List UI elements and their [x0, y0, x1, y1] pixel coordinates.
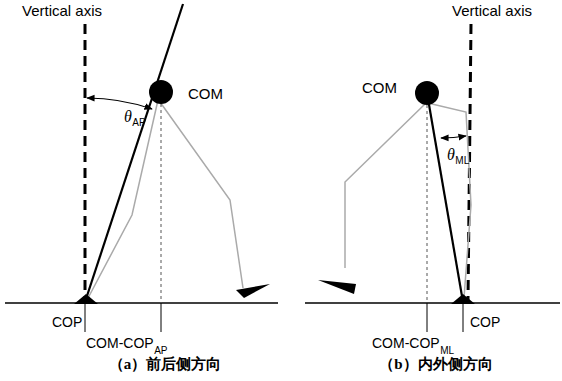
- distance-subscript: AP: [154, 345, 167, 356]
- axis-label: Vertical axis: [22, 3, 102, 20]
- distance-label: COM-COP: [86, 336, 154, 351]
- axis-label: Vertical axis: [452, 3, 532, 20]
- panel-caption: （a）前后侧方向: [109, 356, 222, 373]
- cop-label: COP: [52, 315, 82, 330]
- com-label: COM: [188, 86, 223, 103]
- com-label: COM: [362, 80, 397, 97]
- angle-subscript: ML: [455, 155, 469, 166]
- cop-label: COP: [470, 315, 500, 330]
- angle-symbol: θ: [124, 108, 132, 126]
- distance-subscript: ML: [440, 345, 454, 356]
- distance-label: COM-COP: [372, 336, 440, 351]
- angle-symbol: θ: [447, 146, 455, 164]
- angle-subscript: AP: [132, 117, 145, 128]
- panel-caption: （b）内外侧方向: [379, 356, 492, 373]
